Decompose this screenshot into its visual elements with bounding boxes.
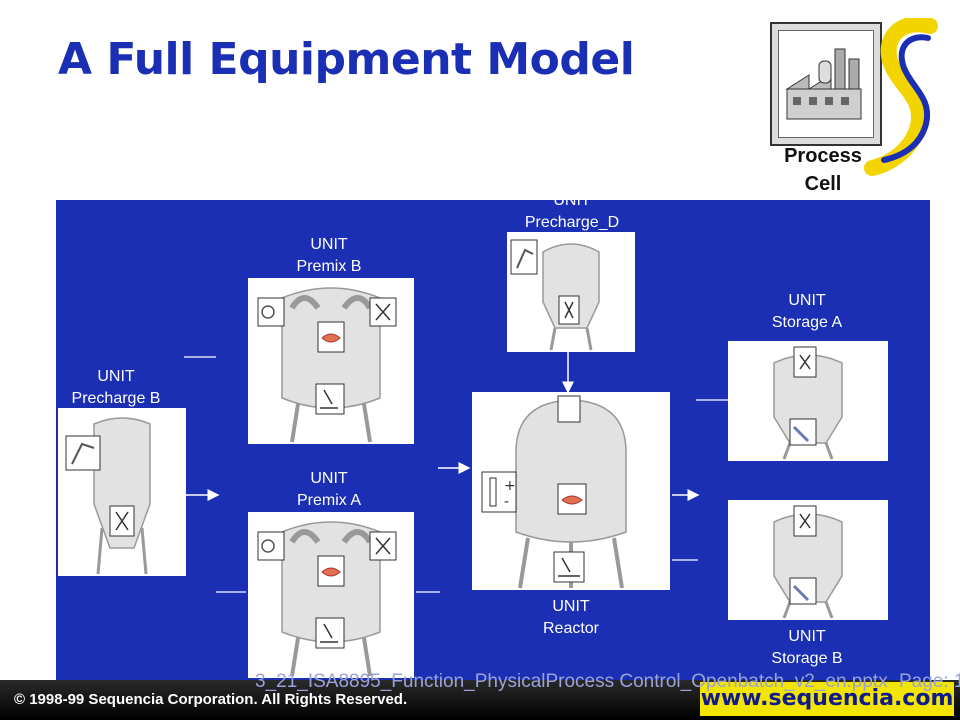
unit-label-storage-a: UNIT Storage A xyxy=(771,292,843,331)
unit-precharge-b[interactable] xyxy=(58,408,186,576)
unit-premix-b[interactable] xyxy=(248,278,414,444)
svg-text:+: + xyxy=(504,478,516,494)
page-title: A Full Equipment Model xyxy=(58,34,635,85)
unit-label-premix-b: UNIT Premix B xyxy=(296,236,362,275)
unit-storage-a[interactable] xyxy=(728,341,888,461)
unit-precharge-d[interactable] xyxy=(507,232,635,352)
process-cell-label: Process Cell xyxy=(768,142,878,198)
unit-label-premix-a: UNIT Premix A xyxy=(296,470,361,509)
unit-storage-b[interactable] xyxy=(728,500,888,620)
unit-label-precharge-d: UNIT Precharge_D xyxy=(524,192,620,231)
sequencia-logo xyxy=(864,18,938,176)
unit-premix-a[interactable] xyxy=(248,512,414,678)
filename-text: 3_21_ISA8895_Function_PhysicalProcess Co… xyxy=(255,671,888,692)
connection-lines xyxy=(184,352,728,593)
unit-label-storage-b: UNIT Storage B xyxy=(771,628,843,667)
unit-reactor[interactable]: + - xyxy=(472,392,670,590)
website-link[interactable]: www.sequencia.com xyxy=(700,682,954,716)
unit-label-precharge-b: UNIT Precharge B xyxy=(71,368,161,407)
unit-label-reactor: UNIT Reactor xyxy=(542,598,600,637)
factory-icon xyxy=(770,22,882,146)
copyright-text: © 1998-99 Sequencia Corporation. All Rig… xyxy=(14,691,408,708)
equipment-panel: UNIT Precharge_D UNIT Premix B xyxy=(56,192,930,684)
svg-text:-: - xyxy=(504,494,509,510)
slide-footer-overlay: 3_21_ISA8895_Function_PhysicalProcess Co… xyxy=(255,668,960,696)
page-number: Page: 15 xyxy=(898,671,960,692)
process-cell-text: Process Cell xyxy=(784,145,862,195)
